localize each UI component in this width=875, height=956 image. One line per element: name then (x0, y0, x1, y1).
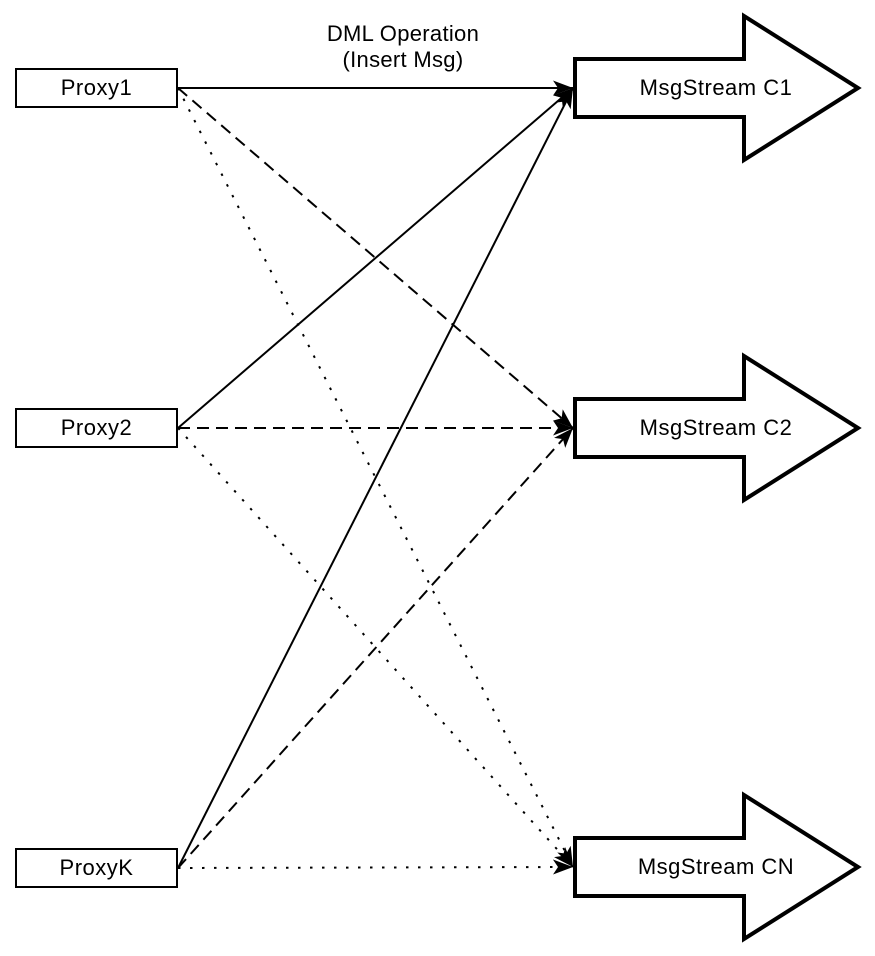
proxyk-box: ProxyK (15, 848, 178, 888)
proxy1-box: Proxy1 (15, 68, 178, 108)
proxy2-box: Proxy2 (15, 408, 178, 448)
proxyk-label: ProxyK (59, 855, 134, 880)
connection-proxyk-msgstream-c2 (177, 427, 574, 869)
dml-operation-label-line1: DML Operation (326, 21, 480, 46)
connection-proxyk-msgstream-cn (177, 859, 574, 875)
connection-proxy2-msgstream-c1 (177, 87, 574, 429)
msgstream-arrow-shapes (573, 12, 862, 943)
connection-proxy1-msgstream-cn (177, 87, 574, 868)
connection-proxyk-msgstream-c1 (177, 87, 574, 869)
proxy1-label: Proxy1 (60, 75, 133, 100)
dml-operation-label-line2: (Insert Msg) (342, 47, 464, 72)
msgstream-c2-arrow-shape (573, 352, 862, 504)
connection-proxy1-msgstream-c2 (177, 87, 574, 429)
dml-operation-label: DML Operation (Insert Msg) (253, 21, 553, 73)
proxy-to-stream-connections (177, 80, 574, 875)
connection-proxy2-msgstream-cn (177, 427, 574, 868)
msgstream-c1-arrow-shape (573, 12, 862, 164)
msgstream-cn-arrow-shape (573, 791, 862, 943)
proxy2-label: Proxy2 (60, 415, 133, 440)
